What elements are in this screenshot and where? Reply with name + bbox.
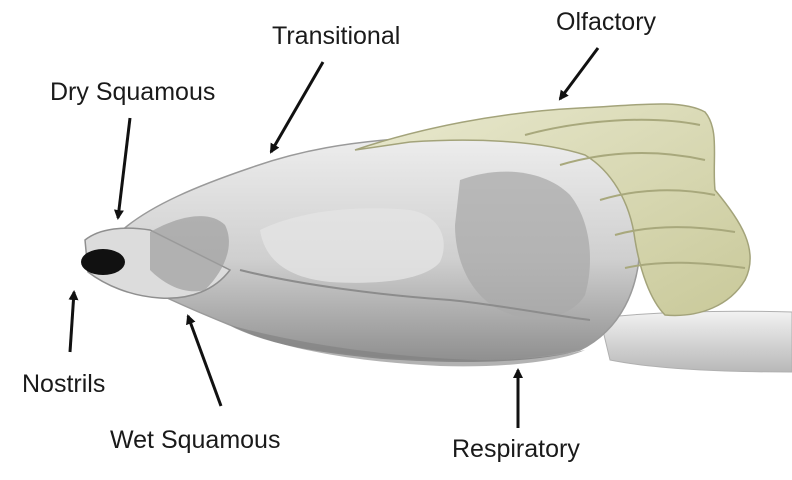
arrow-dry-squamous xyxy=(118,118,130,218)
arrow-olfactory xyxy=(560,48,598,99)
arrow-wet-squamous xyxy=(188,316,221,406)
arrow-transitional xyxy=(271,62,323,152)
label-olfactory: Olfactory xyxy=(556,10,656,35)
label-nostrils: Nostrils xyxy=(22,372,105,397)
label-respiratory: Respiratory xyxy=(452,437,580,462)
nostril-opening xyxy=(81,249,125,275)
label-dry-squamous: Dry Squamous xyxy=(50,80,215,105)
nasopharynx-tube xyxy=(600,311,792,372)
label-transitional: Transitional xyxy=(272,24,400,49)
label-wet-squamous: Wet Squamous xyxy=(110,428,280,453)
arrow-nostrils xyxy=(70,292,74,352)
